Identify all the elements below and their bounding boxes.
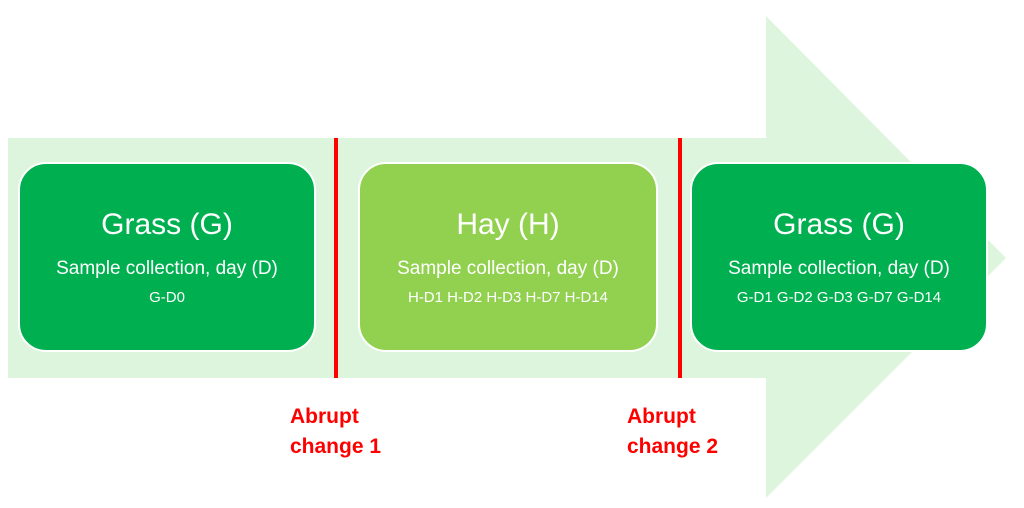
stage-title: Grass (G) xyxy=(101,208,233,241)
change-label-line1: Abrupt xyxy=(627,405,696,428)
stage-samples: G-D1 G-D2 G-D3 G-D7 G-D14 xyxy=(736,289,942,306)
stage-hay: Hay (H) Sample collection, day (D) H-D1 … xyxy=(358,162,658,352)
stage-subtitle: Sample collection, day (D) xyxy=(397,258,619,279)
stage-title: Hay (H) xyxy=(456,208,560,241)
change-label-line2: change 2 xyxy=(627,435,719,458)
stage-title: Grass (G) xyxy=(773,208,905,241)
stage-subtitle: Sample collection, day (D) xyxy=(728,258,950,279)
stage-samples: H-D1 H-D2 H-D3 H-D7 H-D14 xyxy=(407,289,609,306)
stage-subtitle: Sample collection, day (D) xyxy=(56,258,278,279)
change-label-line1: Abrupt xyxy=(290,405,359,428)
abrupt-change-1-label: Abrupt change 1 xyxy=(290,402,381,462)
abrupt-change-1-line xyxy=(334,138,338,378)
abrupt-change-2-line xyxy=(678,138,682,378)
stage-grass-initial: Grass (G) Sample collection, day (D) G-D… xyxy=(18,162,316,352)
abrupt-change-2-label: Abrupt change 2 xyxy=(627,402,718,462)
stage-grass-return: Grass (G) Sample collection, day (D) G-D… xyxy=(690,162,988,352)
stage-samples: G-D0 xyxy=(149,289,185,306)
change-label-line2: change 1 xyxy=(290,435,382,458)
